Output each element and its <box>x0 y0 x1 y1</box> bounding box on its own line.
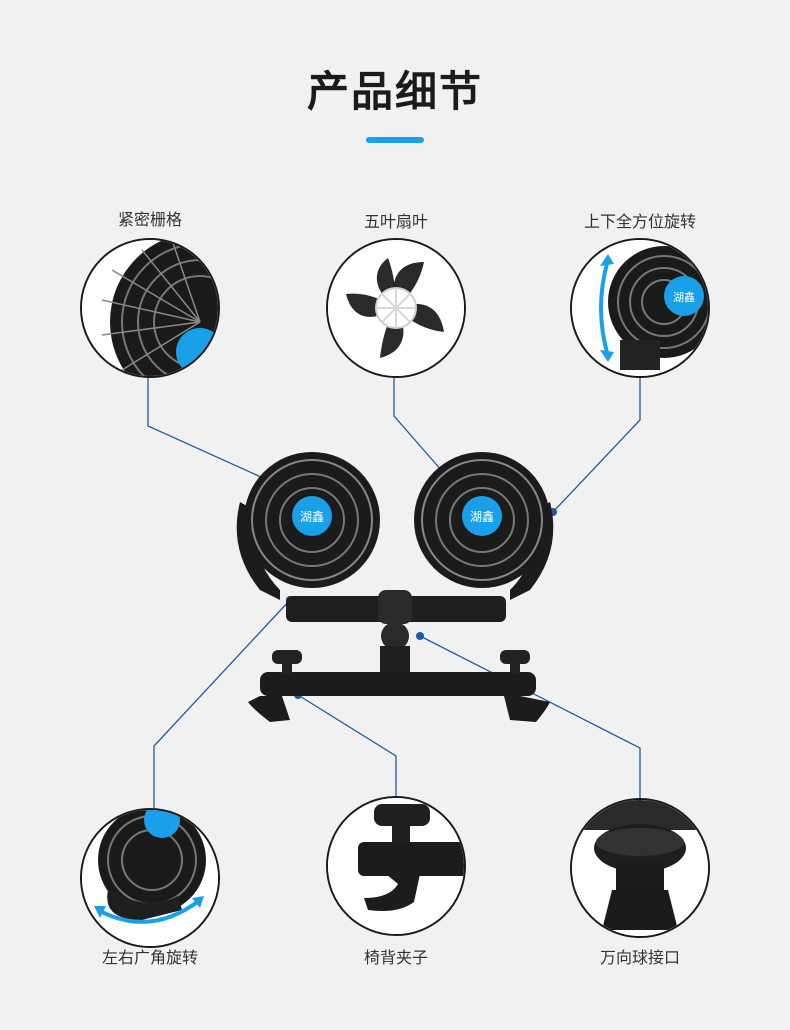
feature-label-clip: 椅背夹子 <box>363 948 428 967</box>
detail-image-wide-angle <box>80 808 220 948</box>
connector-line-wide-angle <box>153 599 291 808</box>
detail-image-rotation: 湖鑫 <box>570 238 710 378</box>
brand-logo-right: 湖鑫 <box>470 509 494 524</box>
detail-image-ball-joint <box>570 798 710 938</box>
product-image: 湖鑫 湖鑫 <box>236 452 554 722</box>
detail-image-clip <box>326 796 466 936</box>
feature-label-rotation: 上下全方位旋转 <box>583 212 696 231</box>
connector-line-blades <box>393 376 457 488</box>
connector-dot <box>416 632 424 640</box>
connector-line-clip <box>297 694 397 808</box>
feature-label-ball-joint: 万向球接口 <box>599 948 680 967</box>
detail-image-grille <box>80 238 220 378</box>
connector-line-grille <box>147 376 273 483</box>
connector-line-rotation <box>552 376 641 513</box>
brand-logo: 湖鑫 <box>673 290 695 304</box>
title-underline <box>366 137 424 143</box>
detail-image-blades <box>326 238 466 378</box>
brand-logo-left: 湖鑫 <box>300 509 324 524</box>
feature-label-blades: 五叶扇叶 <box>363 212 428 231</box>
page-title: 产品细节 <box>306 67 483 116</box>
feature-label-wide-angle: 左右广角旋转 <box>101 948 198 967</box>
feature-label-grille: 紧密栅格 <box>117 210 182 229</box>
